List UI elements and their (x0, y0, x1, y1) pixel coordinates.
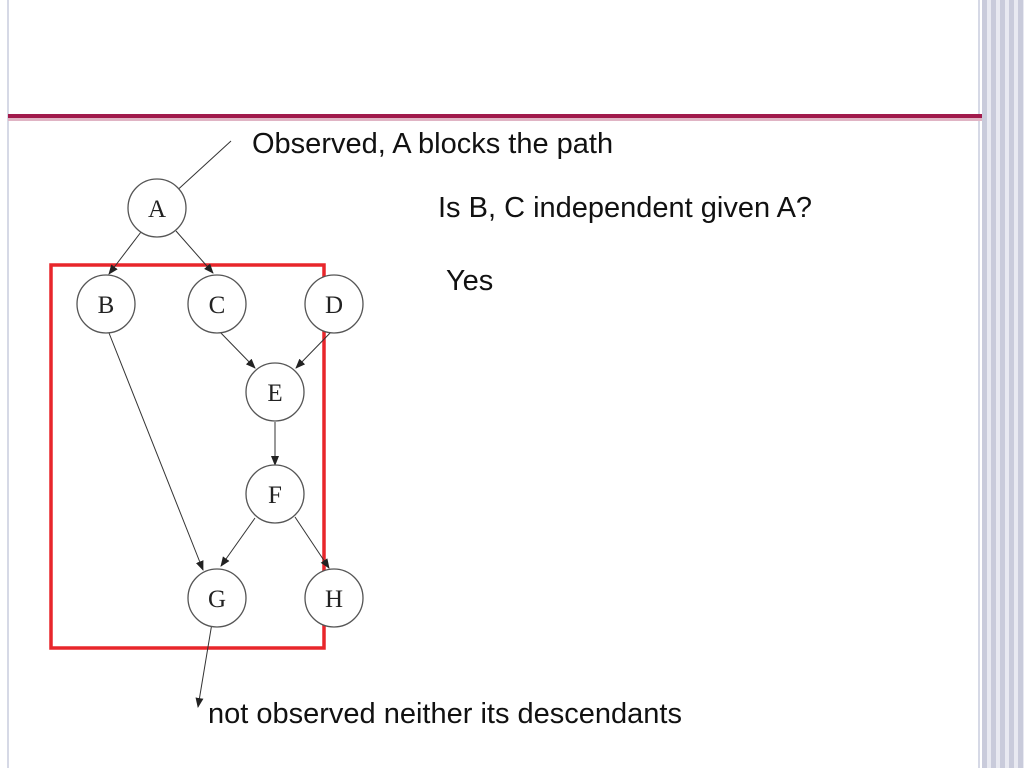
answer-text: Yes (446, 265, 494, 297)
node-b: B (76, 274, 136, 334)
node-g: G (187, 568, 247, 628)
edge-d-e (295, 329, 334, 369)
edge-f-g (220, 517, 256, 567)
slide-frame-stripes (982, 0, 1024, 768)
node-e: E (245, 362, 305, 422)
node-a-label: A (148, 196, 166, 223)
node-h: H (304, 568, 364, 628)
annotation-arrow-top (171, 140, 232, 196)
edge-f-h (294, 516, 330, 569)
slide-frame-right (978, 0, 980, 768)
node-a: A (127, 178, 187, 238)
title-rule-shadow (8, 118, 982, 121)
title-rule (8, 114, 982, 118)
annotation-observed: Observed, A blocks the path (252, 128, 614, 160)
edge-b-g (108, 332, 204, 571)
node-g-label: G (208, 586, 226, 613)
edge-a-c (175, 230, 214, 274)
annotation-not-observed: not observed neither its descendants (208, 698, 682, 730)
node-h-label: H (325, 586, 343, 613)
node-c: C (187, 274, 247, 334)
node-c-label: C (209, 292, 226, 319)
node-f-label: F (268, 482, 282, 509)
node-e-label: E (267, 380, 282, 407)
node-d-label: D (325, 292, 343, 319)
node-b-label: B (98, 292, 115, 319)
annotation-arrow-bottom (195, 616, 214, 708)
slide-frame-left (7, 0, 9, 768)
question-text: Is B, C independent given A? (438, 192, 813, 224)
node-d: D (304, 274, 364, 334)
edge-c-e (217, 329, 256, 369)
highlight-box (49, 263, 326, 650)
node-f: F (245, 464, 305, 524)
edge-a-b (108, 231, 142, 275)
